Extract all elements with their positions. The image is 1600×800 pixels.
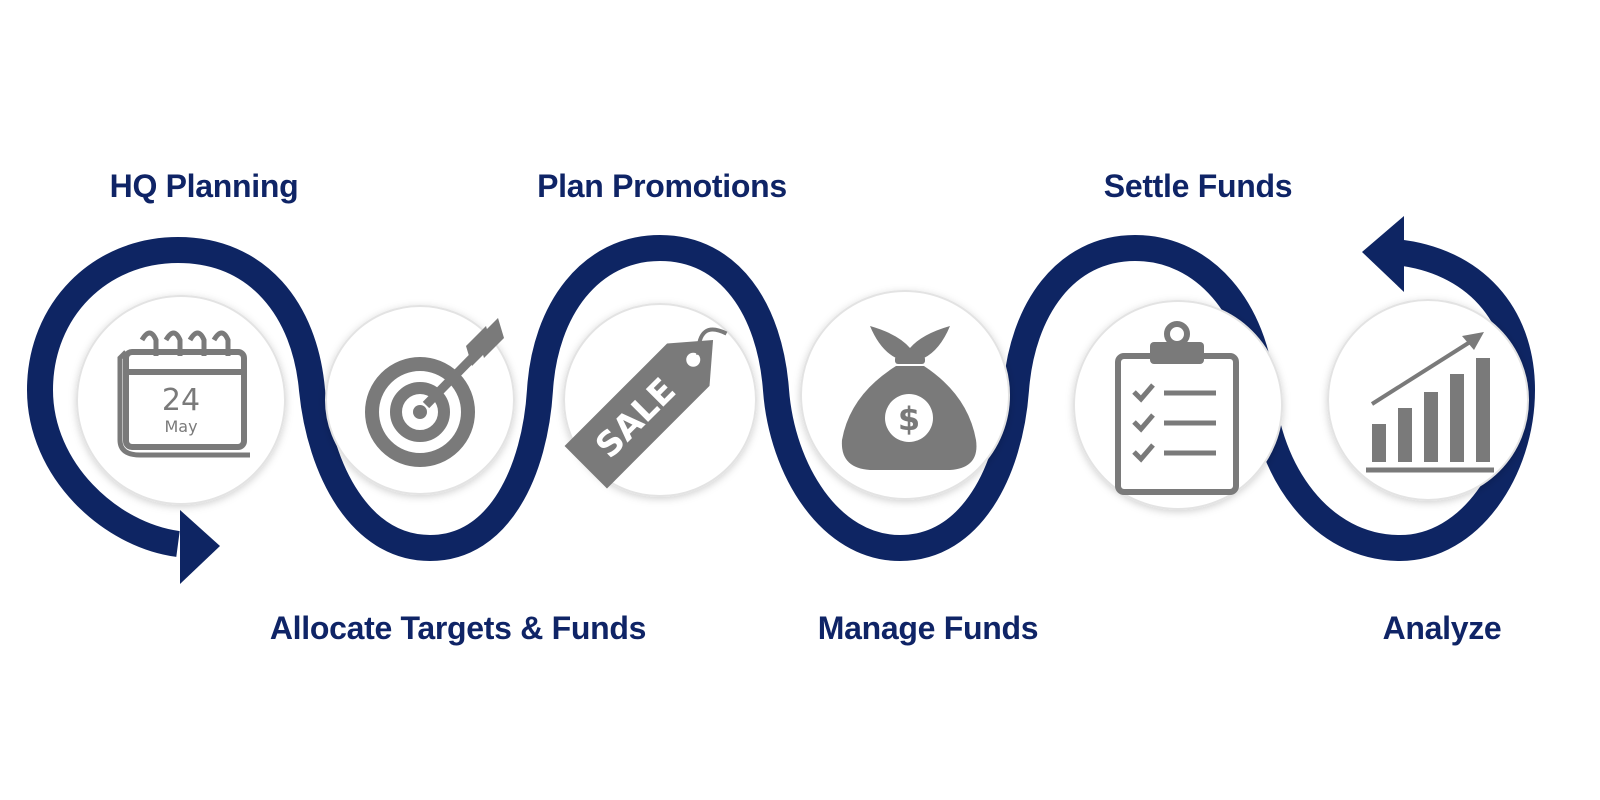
target-icon (365, 318, 504, 467)
step-label-allocate-targets-funds: Allocate Targets & Funds (269, 610, 647, 646)
calendar-day: 24 (162, 383, 200, 418)
arrow-head-start (180, 510, 220, 584)
step-label-settle-funds: Settle Funds (1103, 168, 1293, 204)
growth-chart-icon (1366, 332, 1494, 473)
step-circle (325, 305, 515, 495)
clipboard-checklist-icon (1115, 321, 1239, 495)
calendar-icon: 24 May (117, 330, 250, 458)
step-label-manage-funds: Manage Funds (817, 610, 1039, 646)
calendar-month: May (164, 417, 197, 436)
money-symbol: $ (898, 400, 920, 438)
step-circle (1073, 300, 1283, 510)
arrow-head-end (1362, 216, 1404, 292)
step-label-analyze: Analyze (1382, 610, 1502, 646)
money-bag-icon: $ (841, 326, 977, 470)
step-label-hq-planning: HQ Planning (109, 168, 299, 204)
step-label-plan-promotions: Plan Promotions (537, 168, 787, 204)
flow-path (26, 234, 1536, 562)
